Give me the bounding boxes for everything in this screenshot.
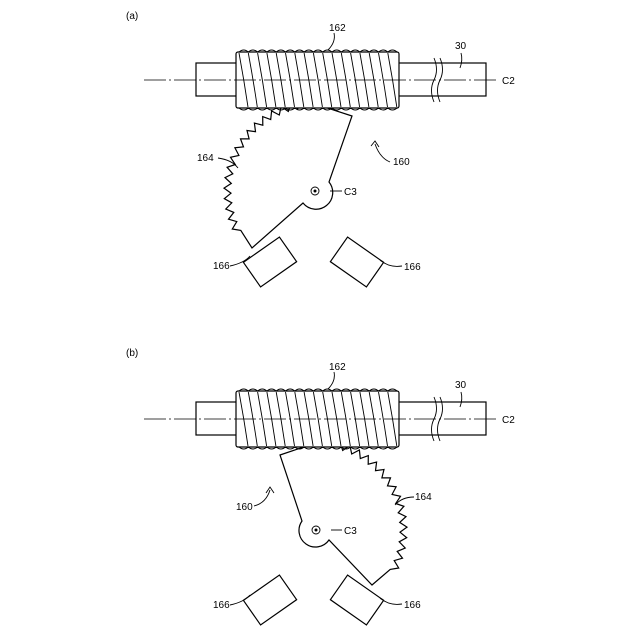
label-mechanism: 160 — [236, 502, 253, 513]
sector-gear-outline — [224, 100, 352, 248]
sensor-right — [330, 237, 383, 287]
pivot-dot — [315, 529, 318, 532]
label-sensor-right: 166 — [404, 262, 421, 273]
label-sector-gear: 164 — [415, 492, 432, 503]
leader-162 — [328, 372, 334, 389]
label-shaft: 30 — [455, 380, 467, 391]
label-shaft-axis: C2 — [502, 415, 515, 426]
arrow-160 — [254, 490, 270, 506]
label-shaft-axis: C2 — [502, 76, 515, 87]
arrow-160 — [375, 144, 390, 162]
leader-162 — [328, 33, 334, 50]
label-shaft: 30 — [455, 41, 467, 52]
label-sensor-left: 166 — [213, 261, 230, 272]
sensor-left — [243, 575, 296, 625]
label-sensor-right: 166 — [404, 600, 421, 611]
panel-b: (b) 162 30 C2 164 160 C3 1 — [126, 348, 515, 625]
sector-gear-a — [224, 100, 352, 248]
sector-gear-outline — [280, 439, 407, 585]
label-mechanism: 160 — [393, 157, 410, 168]
panel-b-label: (b) — [126, 348, 138, 359]
label-sensor-left: 166 — [213, 600, 230, 611]
label-pivot-axis: C3 — [344, 526, 357, 537]
sector-gear-b — [280, 439, 407, 585]
label-worm: 162 — [329, 362, 346, 373]
label-pivot-axis: C3 — [344, 187, 357, 198]
label-sector-gear: 164 — [197, 153, 214, 164]
panel-a-label: (a) — [126, 11, 138, 22]
pivot-dot — [314, 190, 317, 193]
panel-a: (a) 162 30 C2 164 160 C3 1 — [126, 11, 515, 287]
label-worm: 162 — [329, 23, 346, 34]
